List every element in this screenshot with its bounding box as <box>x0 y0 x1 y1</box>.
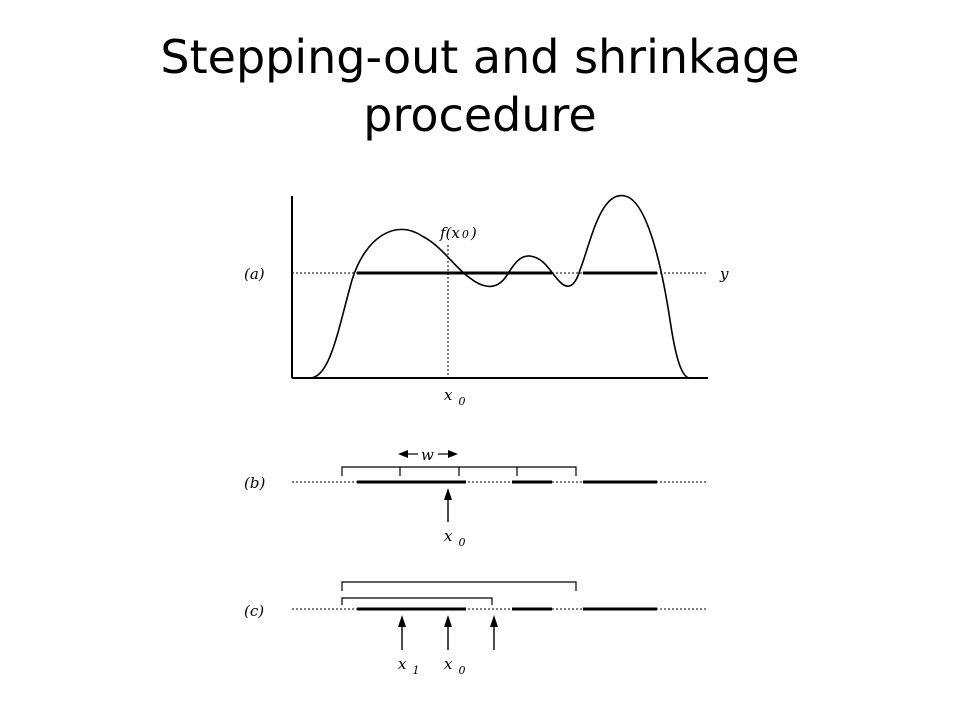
panel-a-label: (a) <box>244 265 265 283</box>
arrow-head <box>398 615 406 627</box>
x1-arrow <box>398 615 406 650</box>
arrow-head <box>444 488 452 500</box>
arrow-head <box>490 615 498 627</box>
x0-arrow <box>444 488 452 522</box>
slide-title-line-2: procedure <box>363 88 597 142</box>
width-annotation: w <box>398 446 458 464</box>
step-out-interval <box>459 466 518 476</box>
rejected-sample-arrow <box>490 615 498 650</box>
slide-title-line-1: Stepping-out and shrinkage <box>160 30 800 84</box>
arrowhead-right <box>448 450 458 458</box>
panel-b-label: (b) <box>244 474 265 492</box>
arrowhead-left <box>398 450 408 458</box>
slide-title: Stepping-out and shrinkage procedure <box>0 28 960 144</box>
shrunk-interval <box>341 597 493 605</box>
x0-arrow <box>444 615 452 650</box>
w-label: w <box>421 446 434 464</box>
step-out-interval <box>517 466 577 476</box>
shrinkage-brackets <box>341 581 577 605</box>
y-level-label: y <box>719 265 729 283</box>
panel-c-label: (c) <box>244 602 264 620</box>
density-curve <box>309 195 691 379</box>
arrow-head <box>444 615 452 627</box>
stepped-out-interval <box>341 581 577 591</box>
stepping-out-brackets <box>341 466 577 476</box>
